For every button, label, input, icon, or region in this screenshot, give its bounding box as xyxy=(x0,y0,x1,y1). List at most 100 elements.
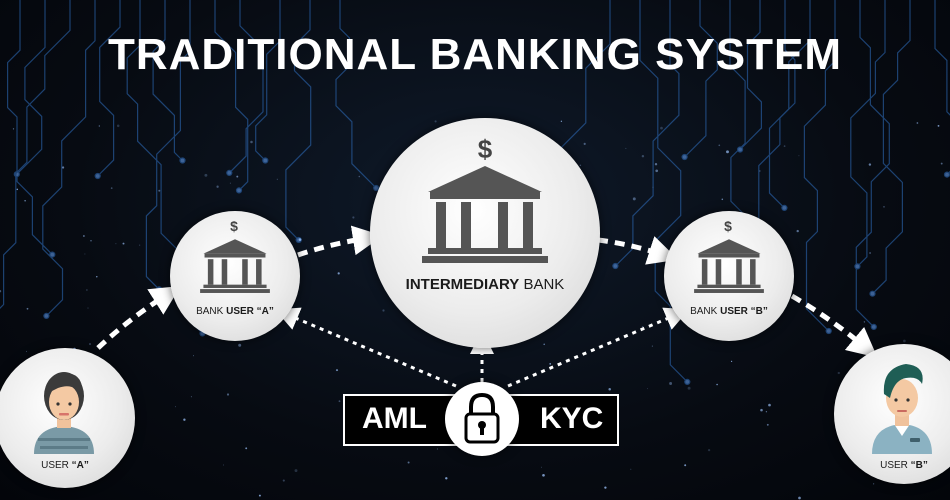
star-dot xyxy=(651,345,653,347)
circuit-trace xyxy=(335,0,377,189)
star-dot xyxy=(765,411,768,413)
star-dot xyxy=(798,496,801,500)
circuit-trace xyxy=(228,0,264,174)
star-dot xyxy=(89,343,91,345)
star-dot xyxy=(62,166,65,169)
star-dot xyxy=(560,120,563,122)
circuit-trace xyxy=(97,0,121,177)
star-dot xyxy=(608,388,611,391)
user-a-label-bold: “A” xyxy=(71,460,89,471)
circuit-trace xyxy=(850,0,886,267)
star-dot xyxy=(115,243,117,245)
arrow-lock-to-banka xyxy=(274,307,457,388)
star-dot xyxy=(726,150,729,154)
star-dot xyxy=(183,418,186,421)
star-dot xyxy=(236,175,239,178)
circuit-trace xyxy=(934,0,950,176)
star-dot xyxy=(144,313,146,315)
user-a-label: USER “A” xyxy=(5,460,125,471)
circuit-trace xyxy=(7,0,53,256)
star-dot xyxy=(282,479,285,482)
circuit-trace xyxy=(0,0,71,309)
star-dot xyxy=(358,175,361,178)
bank-user-a-node xyxy=(170,211,300,341)
circuit-node xyxy=(736,146,744,153)
circuit-trace xyxy=(768,0,811,209)
star-dot xyxy=(238,343,242,347)
star-dot xyxy=(632,197,636,201)
circuit-node xyxy=(43,312,50,319)
star-dot xyxy=(83,235,85,237)
star-dot xyxy=(436,448,438,450)
star-dot xyxy=(192,355,195,357)
bank-a-currency: $ xyxy=(230,218,238,234)
star-dot xyxy=(655,169,659,173)
intermediary-label-rest: BANK xyxy=(519,276,565,293)
circuit-trace xyxy=(145,0,191,290)
arrow-banka-to-intermediary xyxy=(297,225,383,258)
bank-user-b-node xyxy=(664,211,794,341)
star-dot xyxy=(549,363,552,365)
circuit-node xyxy=(226,169,233,176)
star-dot xyxy=(338,400,341,403)
circuit-node xyxy=(94,172,101,180)
star-dot xyxy=(337,272,340,275)
star-dot xyxy=(759,170,761,172)
star-dot xyxy=(837,371,840,375)
star-dot xyxy=(903,339,906,343)
circuit-trace xyxy=(872,0,911,295)
bank-building-icon xyxy=(200,239,270,293)
star-dot xyxy=(250,140,253,144)
star-dot xyxy=(174,406,176,408)
page-title: TRADITIONAL BANKING SYSTEM xyxy=(107,30,843,79)
star-dot xyxy=(139,244,141,246)
star-dot xyxy=(916,122,919,124)
aml-label: AML xyxy=(362,402,427,435)
kyc-label: KYC xyxy=(540,402,604,435)
star-dot xyxy=(294,469,298,473)
bank-building-icon xyxy=(422,166,548,263)
star-dot xyxy=(718,144,721,147)
star-dot xyxy=(12,128,15,130)
user-b-prefix: USER xyxy=(880,460,911,471)
arrow-usera-to-banka xyxy=(96,285,181,350)
star-dot xyxy=(116,124,120,128)
circuit-trace xyxy=(214,0,249,191)
star-dot xyxy=(382,309,385,312)
circuit-node xyxy=(235,187,243,194)
star-dot xyxy=(407,461,410,464)
star-dot xyxy=(707,448,711,452)
bank-a-label-bold: USER “A” xyxy=(226,306,274,317)
user-b-node xyxy=(834,344,950,484)
star-dot xyxy=(869,252,872,254)
circuit-trace xyxy=(42,0,96,317)
star-dot xyxy=(122,242,125,245)
star-dot xyxy=(445,477,448,480)
circuit-trace xyxy=(614,0,680,267)
circuit-trace xyxy=(684,0,718,158)
user-b-avatar-icon xyxy=(872,364,932,454)
circuit-trace xyxy=(285,0,312,241)
star-dot xyxy=(863,321,866,323)
star-dot xyxy=(24,200,26,202)
star-dot xyxy=(16,188,19,191)
arrow-intermediary-to-bankb xyxy=(597,236,679,265)
circuit-node xyxy=(262,157,269,164)
star-dot xyxy=(245,447,248,450)
star-dot xyxy=(937,124,940,127)
star-dot xyxy=(721,198,724,201)
star-dot xyxy=(687,386,691,390)
star-dot xyxy=(543,343,545,346)
star-dot xyxy=(883,206,885,208)
circuit-trace xyxy=(152,0,183,161)
star-dot xyxy=(542,473,545,477)
star-dot xyxy=(625,147,627,149)
star-dot xyxy=(730,360,733,363)
star-dot xyxy=(604,486,607,489)
circuit-node xyxy=(179,157,186,164)
bank-b-prefix: BANK xyxy=(690,306,721,317)
star-dot xyxy=(298,238,302,241)
star-dot xyxy=(541,466,543,468)
star-dot xyxy=(226,393,230,396)
intermediary-label-bold: INTERMEDIARY xyxy=(405,276,520,293)
